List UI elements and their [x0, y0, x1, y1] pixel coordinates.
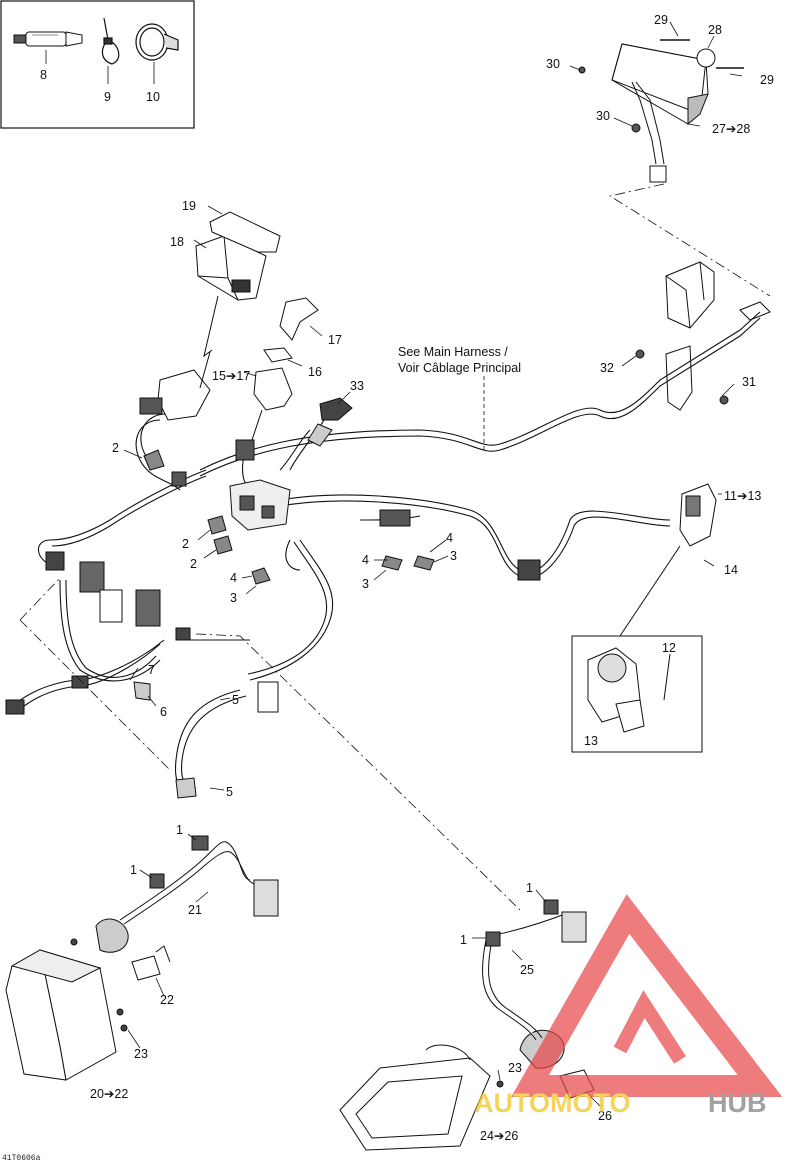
- label-7: 7: [148, 663, 155, 677]
- label-3-b: 3: [362, 577, 369, 591]
- switch-detail-box: 12 13: [571, 635, 703, 753]
- taillight-assembly: [578, 39, 744, 183]
- label-19: 19: [182, 199, 196, 213]
- label-30-a: 30: [546, 57, 560, 71]
- label-4-a: 4: [230, 571, 237, 585]
- label-2-a: 2: [112, 441, 119, 455]
- label-18: 18: [170, 235, 184, 249]
- harness-components: [5, 211, 729, 799]
- label-8: 8: [40, 68, 47, 82]
- arrow-18: [199, 351, 211, 389]
- label-27-28: 27➔28: [712, 122, 750, 136]
- label-5-b: 5: [226, 785, 233, 799]
- arrow-to-switch: [619, 545, 681, 637]
- label-3-a: 3: [230, 591, 237, 605]
- automotohub-logo: AUTOMOTO HUB: [474, 894, 783, 1118]
- label-24-26: 24➔26: [480, 1129, 518, 1143]
- label-28: 28: [708, 23, 722, 37]
- label-4-b: 4: [362, 553, 369, 567]
- label-31: 31: [742, 375, 756, 389]
- dash-dot-line-taillight: [608, 183, 771, 297]
- left-headlight-callout-lines: [127, 833, 209, 1049]
- label-9: 9: [104, 90, 111, 104]
- hardware-inset-box: 8 9 10: [0, 0, 195, 129]
- figure-code: 41T0606a: [2, 1154, 41, 1163]
- label-16: 16: [308, 365, 322, 379]
- label-22: 22: [160, 993, 174, 1007]
- label-26: 26: [598, 1109, 612, 1123]
- note-main-harness-line1: See Main Harness /: [398, 345, 508, 359]
- label-20-22: 20➔22: [90, 1087, 128, 1101]
- label-33: 33: [350, 379, 364, 393]
- label-17: 17: [328, 333, 342, 347]
- label-13: 13: [584, 734, 598, 748]
- label-30-b: 30: [596, 109, 610, 123]
- cable-tie-icon: [101, 17, 120, 65]
- logo-text-hub: HUB: [708, 1088, 767, 1118]
- label-23-b: 23: [508, 1061, 522, 1075]
- label-15-17: 15➔17: [212, 369, 250, 383]
- label-21: 21: [188, 903, 202, 917]
- label-1-d: 1: [460, 933, 467, 947]
- label-10: 10: [146, 90, 160, 104]
- label-3-c: 3: [450, 549, 457, 563]
- label-5-a: 5: [232, 693, 239, 707]
- label-4-c: 4: [446, 531, 453, 545]
- label-6: 6: [160, 705, 167, 719]
- label-11-13: 11➔13: [724, 489, 761, 503]
- logo-text-automoto: AUTOMOTO: [474, 1088, 631, 1118]
- note-main-harness-line2: Voir Câblage Principal: [398, 361, 521, 375]
- grease-tube-icon: [13, 31, 83, 47]
- taillight-callout-lines: [569, 21, 743, 127]
- label-2-c: 2: [190, 557, 197, 571]
- hose-clamp-icon: [135, 23, 179, 61]
- label-29-a: 29: [654, 13, 668, 27]
- label-2-b: 2: [182, 537, 189, 551]
- rear-relay-block: [665, 261, 771, 411]
- label-32: 32: [600, 361, 614, 375]
- dash-dot-line-right-headlight: [195, 633, 521, 911]
- label-1-c: 1: [526, 881, 533, 895]
- left-headlight: [5, 835, 279, 1081]
- label-14: 14: [724, 563, 738, 577]
- label-29-b: 29: [760, 73, 774, 87]
- label-12: 12: [662, 641, 676, 655]
- label-1-b: 1: [130, 863, 137, 877]
- label-1-a: 1: [176, 823, 183, 837]
- label-25: 25: [520, 963, 534, 977]
- label-23-a: 23: [134, 1047, 148, 1061]
